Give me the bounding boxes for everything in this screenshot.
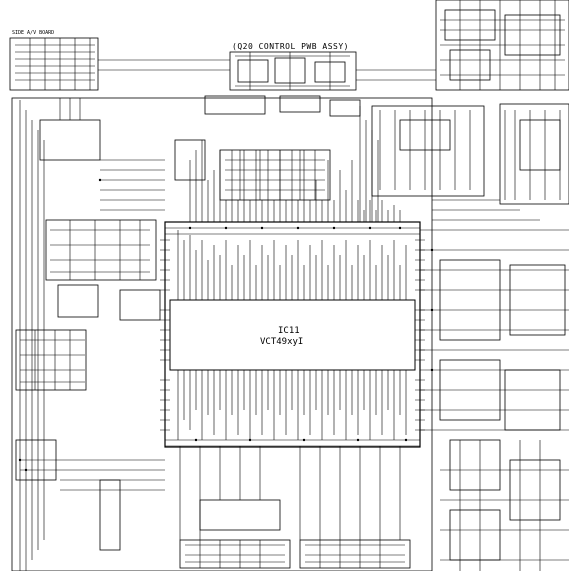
side-av-board-box: [9, 37, 99, 91]
main-ic-reference: IC11: [278, 326, 300, 336]
far-right-box: [499, 103, 569, 205]
main-ic-block: [164, 221, 421, 448]
main-ic-part-number: VCT49xyI: [260, 337, 304, 347]
right-section-box: [371, 105, 485, 197]
side-av-board-label: SIDE A/V BOARD: [12, 30, 55, 36]
top-right-panel: [435, 0, 569, 91]
control-board-label: (Q20 CONTROL PWB ASSY): [232, 42, 349, 51]
control-board-box: [229, 51, 357, 91]
